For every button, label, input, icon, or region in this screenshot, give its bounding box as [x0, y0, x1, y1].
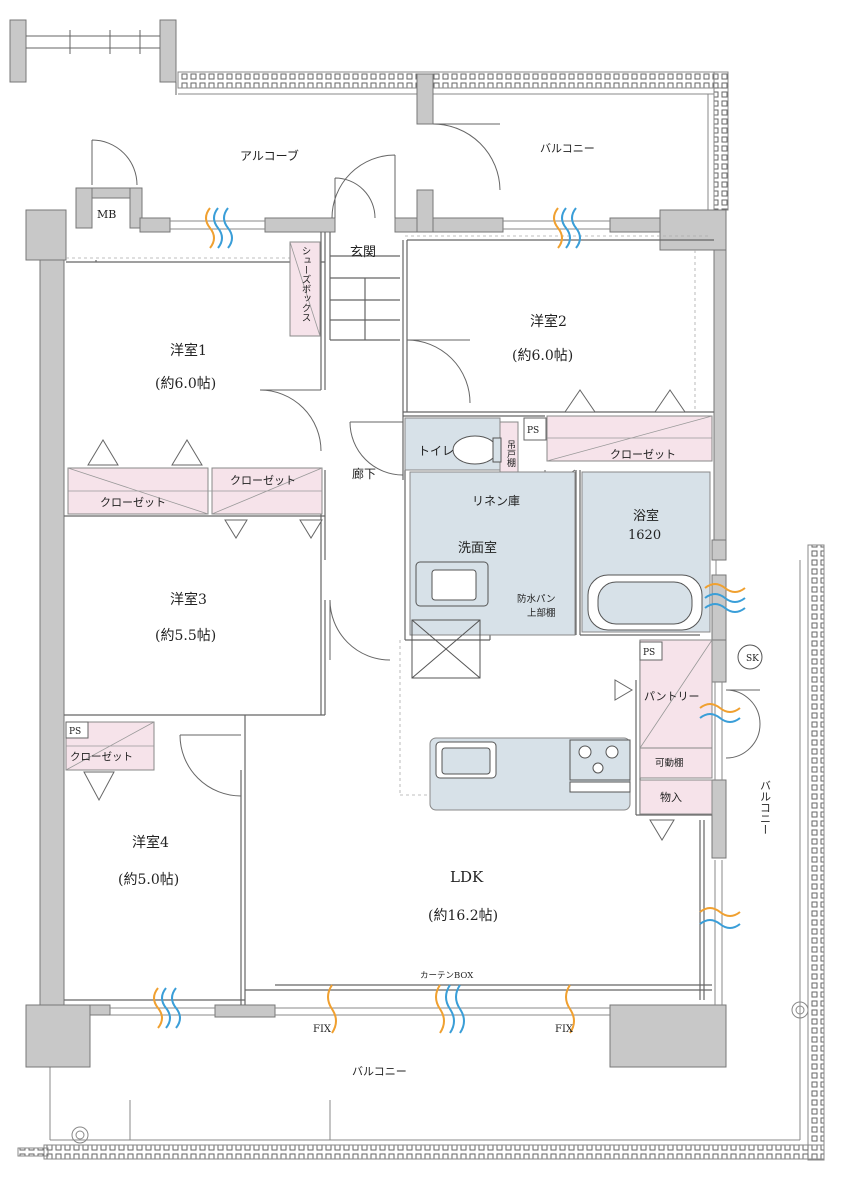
- room2-name: 洋室2: [530, 313, 567, 330]
- closet-label-1: クローゼット: [100, 496, 166, 509]
- stair-fragment: [9, 19, 177, 95]
- interior-walls: [64, 232, 714, 1005]
- movable-shelf-label: 可動棚: [655, 757, 684, 769]
- fix-label-2: FIX: [555, 1024, 574, 1035]
- balcony-bottom-label: バルコニー: [352, 1065, 407, 1078]
- room2-size: (約6.0帖): [512, 348, 573, 364]
- ldk-name: LDK: [450, 868, 484, 886]
- closet-label-4: クローゼット: [70, 751, 133, 763]
- ceiling-lines: [66, 235, 710, 796]
- closet-rods: [65, 241, 713, 771]
- washroom-label: 洗面室: [458, 540, 497, 556]
- closet-label-2: クローゼット: [230, 474, 296, 487]
- room1-size: (約6.0帖): [155, 376, 216, 392]
- entrance-label: 玄関: [350, 245, 376, 260]
- ps-label-1: PS: [527, 426, 539, 436]
- room4-size: (約5.0帖): [118, 872, 179, 888]
- balcony-railings: [17, 71, 825, 1161]
- balcony-top-label: バルコニー: [540, 142, 595, 155]
- storage-box: [639, 779, 713, 815]
- toilet-label: トイレ: [418, 444, 454, 458]
- bath-size: 1620: [628, 528, 661, 543]
- fix-label-1: FIX: [313, 1024, 332, 1035]
- sk-sink: [737, 644, 763, 670]
- curtain-box-label: カーテンBOX: [420, 971, 474, 981]
- toilet-bowl: [452, 435, 498, 465]
- pantry-label: パントリー: [644, 690, 700, 703]
- ps-boxes: [65, 417, 663, 739]
- airflow-icons: [153, 207, 746, 1034]
- room3-name: 洋室3: [170, 591, 207, 608]
- ps-label-2: PS: [69, 727, 81, 737]
- corridor-label: 廊下: [352, 466, 376, 481]
- ps-label-3: PS: [643, 648, 655, 658]
- closet-label-3: クローゼット: [610, 448, 676, 461]
- fixtures: [411, 435, 763, 793]
- sk-label: SK: [746, 654, 759, 664]
- room3-size: (約5.5帖): [155, 628, 216, 644]
- ldk-size: (約16.2帖): [428, 908, 498, 924]
- pan-cabinet-line2: 上部棚: [527, 607, 556, 619]
- pan-cabinet-line1: 防水パン: [517, 593, 555, 605]
- closet-hinges: [83, 389, 686, 841]
- room1-name: 洋室1: [170, 342, 207, 359]
- movable-shelf: [639, 747, 713, 779]
- mb-label: MB: [97, 208, 116, 221]
- room4-name: 洋室4: [132, 834, 169, 851]
- storage-label: 物入: [660, 790, 682, 804]
- bath-name: 浴室: [633, 508, 659, 524]
- balcony-side-label: バルコニー: [759, 780, 772, 835]
- linen-label: リネン庫: [472, 494, 520, 508]
- shoe-box-label: シューズボックス: [300, 246, 312, 322]
- stove: [569, 739, 631, 781]
- ceiling-storage: [411, 619, 481, 679]
- washroom-floor: [409, 471, 576, 636]
- toilet-cabinet-label: 吊戸棚: [505, 440, 516, 468]
- alcove-label: アルコーブ: [240, 148, 299, 163]
